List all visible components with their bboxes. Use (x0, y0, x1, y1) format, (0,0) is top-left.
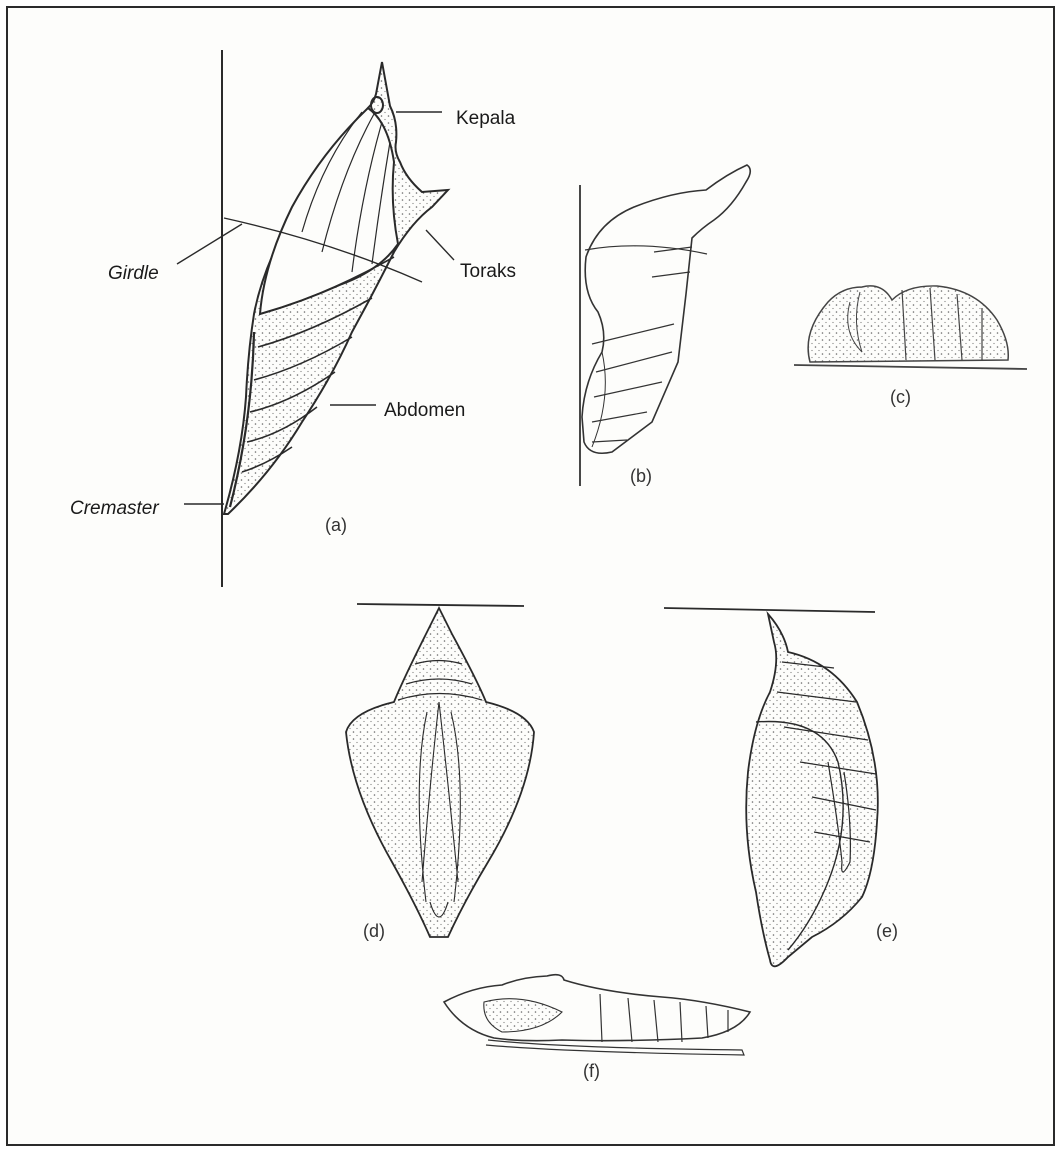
pupa-e-body (746, 614, 878, 966)
pupa-d-support-line (357, 604, 524, 606)
pupa-e (664, 608, 878, 966)
leader-toraks (426, 230, 454, 260)
pupa-a-body (224, 62, 448, 514)
label-girdle: Girdle (108, 264, 159, 283)
pupa-d (346, 604, 534, 937)
pupa-f (444, 975, 750, 1055)
pupa-e-support-line (664, 608, 875, 612)
label-cremaster: Cremaster (70, 499, 159, 518)
pupa-b-body (582, 165, 750, 453)
pupa-c-ground-line (794, 365, 1027, 369)
panel-label-c: (c) (890, 388, 911, 406)
label-kepala: Kepala (456, 109, 515, 128)
panel-label-b: (b) (630, 467, 652, 485)
panel-label-a: (a) (325, 516, 347, 534)
pupa-b (580, 165, 750, 486)
label-toraks: Toraks (460, 262, 516, 281)
panel-label-e: (e) (876, 922, 898, 940)
leader-girdle (177, 224, 242, 264)
label-abdomen: Abdomen (384, 401, 465, 420)
panel-label-d: (d) (363, 922, 385, 940)
panel-label-f: (f) (583, 1062, 600, 1080)
pupa-illustrations (8, 8, 1057, 1148)
pupa-a (177, 50, 454, 587)
pupa-d-body (346, 608, 534, 937)
figure-frame: Kepala Toraks Girdle Abdomen Cremaster (… (6, 6, 1055, 1146)
pupa-c-body (808, 286, 1008, 362)
pupa-c (794, 286, 1027, 369)
